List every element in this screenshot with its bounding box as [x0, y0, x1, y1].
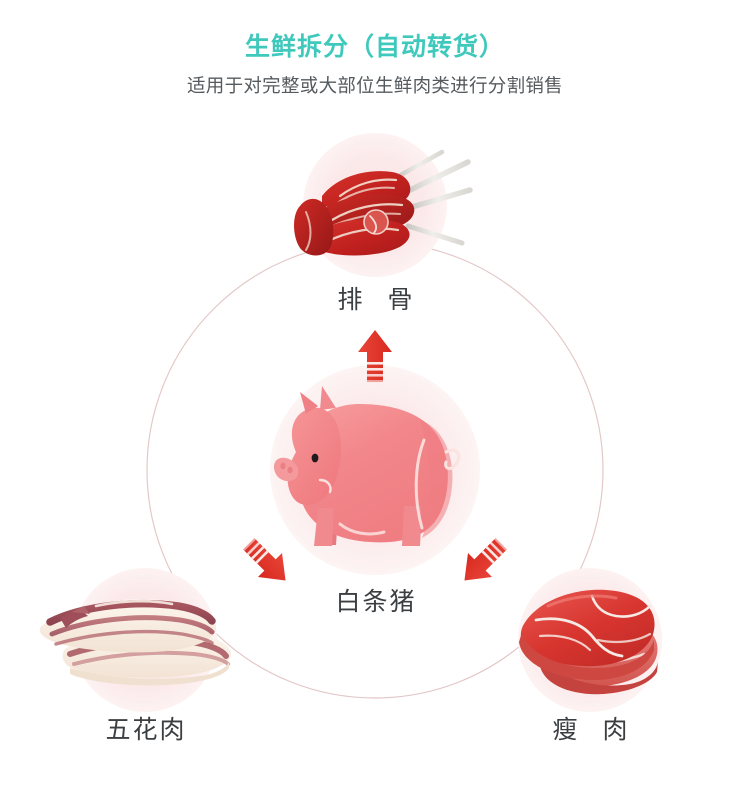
header: 生鲜拆分（自动转货） 适用于对完整或大部位生鲜肉类进行分割销售	[0, 0, 750, 98]
lean-pork-illustration	[519, 589, 658, 695]
page-title: 生鲜拆分（自动转货）	[244, 33, 505, 61]
node-label-lean-meat: 瘦 肉	[552, 716, 637, 744]
pork-belly-illustration	[39, 599, 231, 686]
page-subtitle: 适用于对完整或大部位生鲜肉类进行分割销售	[186, 75, 563, 97]
node-lean-meat[interactable]	[518, 568, 662, 712]
node-label-center: 白条猪	[335, 588, 417, 616]
pig-illustration	[274, 386, 461, 546]
node-label-pork-belly: 五花肉	[105, 716, 187, 744]
arrow-down-right-to-lean	[464, 537, 508, 581]
arrow-down-left-to-belly	[242, 537, 286, 581]
node-ribs[interactable]	[294, 133, 473, 277]
node-label-ribs: 排 骨	[337, 286, 422, 314]
node-pork-belly[interactable]	[39, 568, 231, 712]
node-center-pig[interactable]	[270, 365, 480, 575]
arrow-up-to-ribs	[358, 330, 392, 383]
pork-ribs-illustration	[294, 149, 473, 256]
